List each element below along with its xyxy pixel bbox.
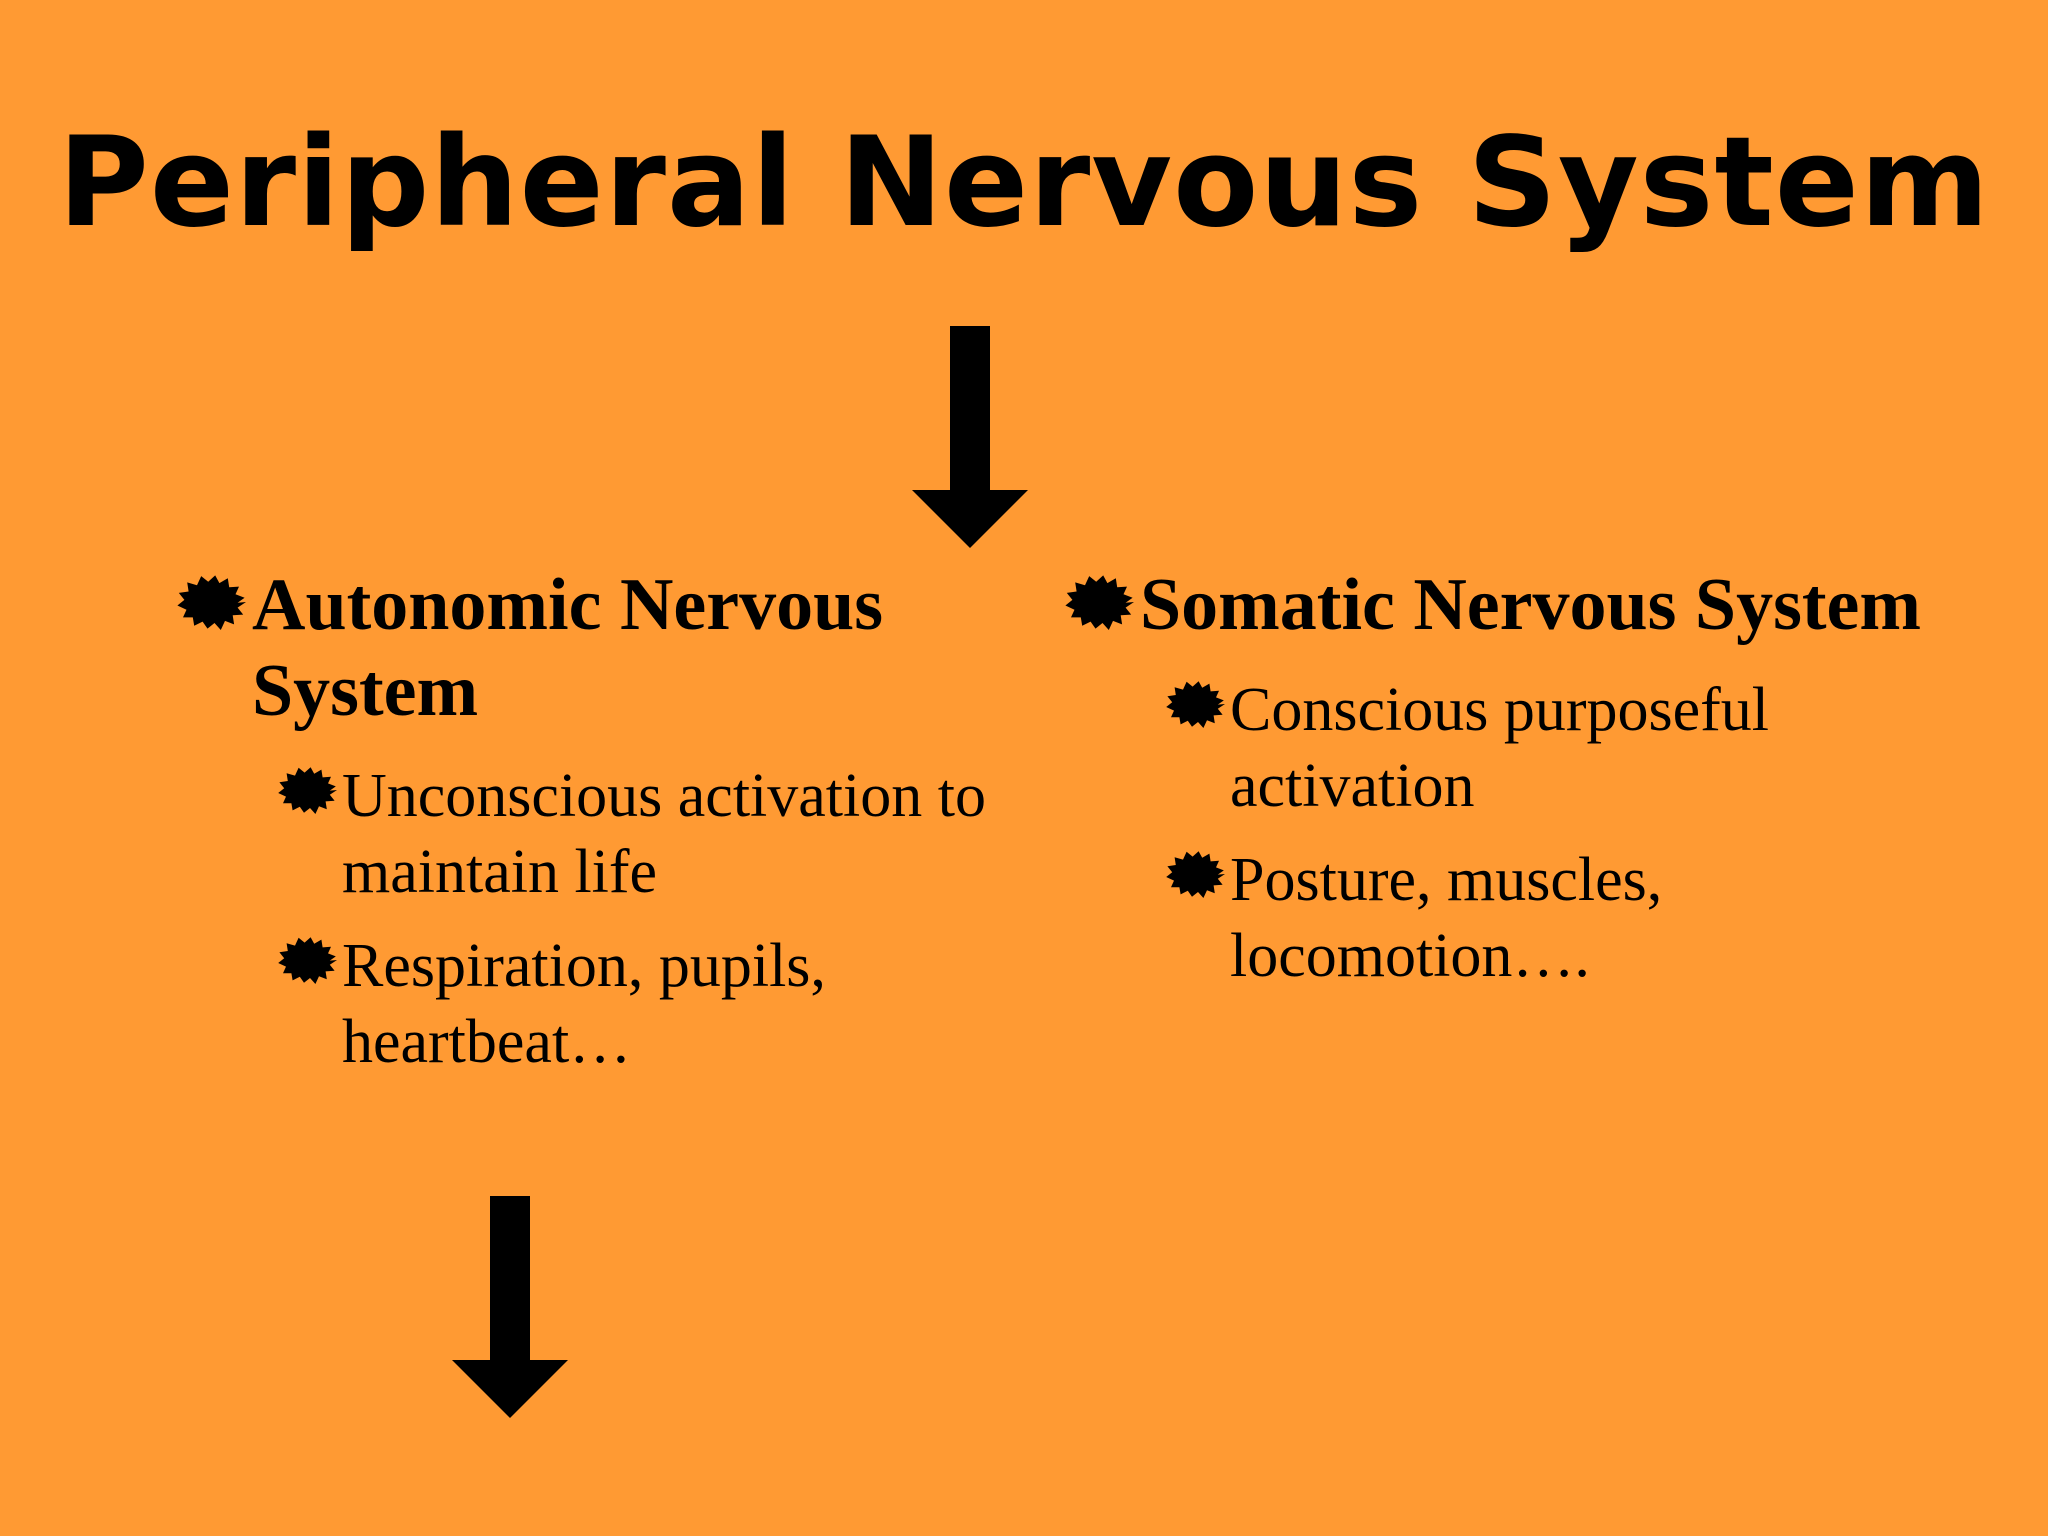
point-text: Posture, muscles, locomotion…. xyxy=(1230,846,1663,990)
autonomic-heading: Autonomic Nervous System xyxy=(252,564,884,732)
point-text: Conscious purposeful activation xyxy=(1230,676,1770,820)
list-item: Unconscious activation to maintain life xyxy=(342,758,1036,910)
somatic-heading-item: Somatic Nervous System xyxy=(1064,562,1964,648)
list-item: Conscious purposeful activation xyxy=(1230,672,1964,824)
starburst-bullet-icon xyxy=(1164,850,1226,898)
point-text: Respiration, pupils, heartbeat… xyxy=(342,932,826,1076)
somatic-heading: Somatic Nervous System xyxy=(1140,564,1922,646)
somatic-points: Conscious purposeful activation Posture,… xyxy=(1064,672,1964,994)
starburst-bullet-icon xyxy=(1064,574,1134,630)
list-item: Posture, muscles, locomotion…. xyxy=(1230,842,1964,994)
somatic-column: Somatic Nervous System Conscious purpose… xyxy=(1064,562,1964,1012)
autonomic-column: Autonomic Nervous System Unconscious act… xyxy=(176,562,1036,1098)
slide-title: Peripheral Nervous System xyxy=(57,111,1991,255)
down-arrow-icon xyxy=(912,326,1028,548)
autonomic-points: Unconscious activation to maintain life … xyxy=(176,758,1036,1080)
starburst-bullet-icon xyxy=(276,766,338,814)
down-arrow-icon xyxy=(452,1196,568,1418)
starburst-bullet-icon xyxy=(1164,680,1226,728)
starburst-bullet-icon xyxy=(276,936,338,984)
point-text: Unconscious activation to maintain life xyxy=(342,762,986,906)
autonomic-heading-item: Autonomic Nervous System xyxy=(176,562,1036,734)
list-item: Respiration, pupils, heartbeat… xyxy=(342,928,1036,1080)
starburst-bullet-icon xyxy=(176,574,246,630)
